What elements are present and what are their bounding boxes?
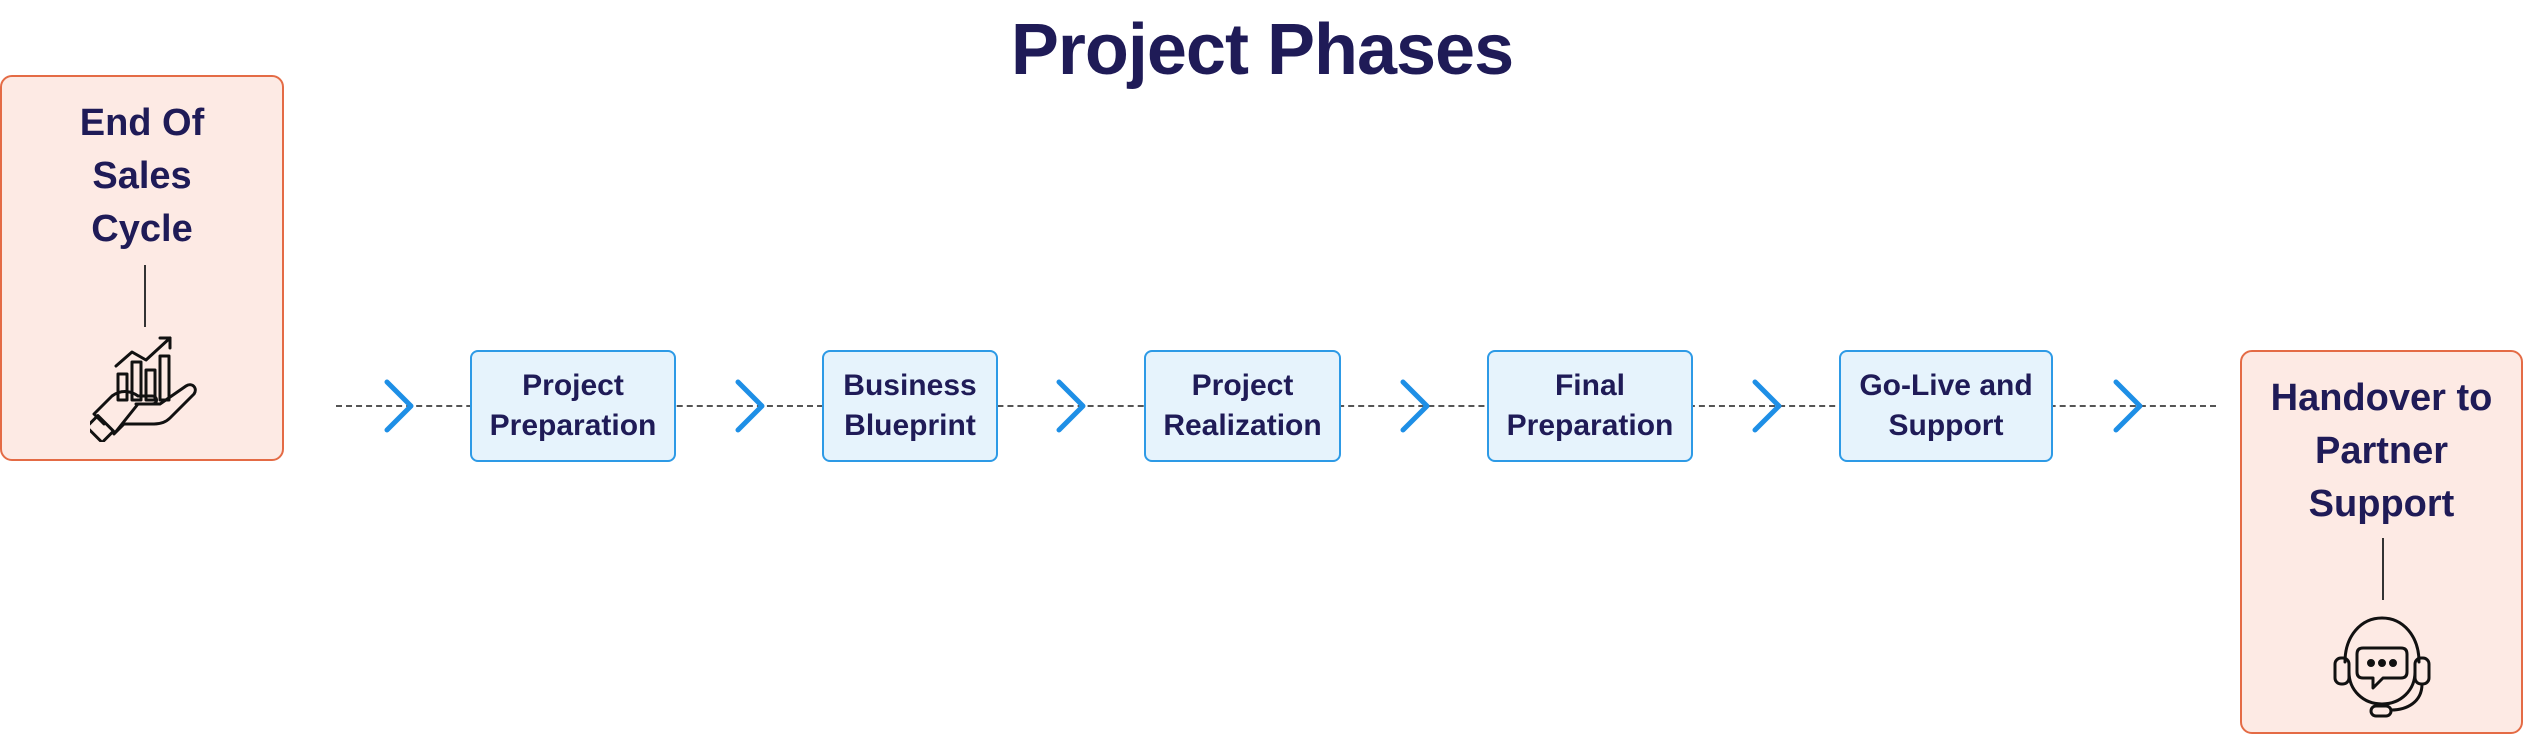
phase-label-line: Preparation bbox=[1506, 409, 1674, 442]
start-node-end-of-sales-cycle: End Of Sales Cycle bbox=[0, 75, 284, 461]
end-node-label-line: Handover to bbox=[2270, 377, 2493, 419]
phase-go-live-and-support: Go-Live and Support bbox=[1839, 350, 2053, 462]
end-node-handover-to-partner-support: Handover to Partner Support bbox=[2240, 350, 2523, 734]
start-node-label: End Of Sales Cycle bbox=[2, 97, 282, 256]
phase-label-line: Support bbox=[1888, 409, 2004, 442]
phase-label-line: Final bbox=[1554, 369, 1625, 402]
phase-label-line: Project bbox=[1191, 369, 1294, 402]
start-node-connector bbox=[144, 265, 146, 327]
headset-chat-icon bbox=[2327, 610, 2437, 720]
chevron-right-icon bbox=[1056, 379, 1086, 433]
phase-business-blueprint: Business Blueprint bbox=[822, 350, 998, 462]
phase-label-line: Realization bbox=[1163, 409, 1322, 442]
end-node-connector bbox=[2382, 538, 2384, 600]
end-node-label-line: Support bbox=[2308, 483, 2455, 525]
phase-project-preparation: Project Preparation bbox=[470, 350, 676, 462]
growth-chart-hand-icon bbox=[85, 332, 200, 444]
phase-label-line: Project bbox=[522, 369, 624, 402]
phase-label-line: Business bbox=[843, 369, 977, 402]
chevron-right-icon bbox=[1400, 379, 1430, 433]
chevron-right-icon bbox=[2113, 379, 2143, 433]
start-node-label-line: Sales bbox=[92, 155, 192, 197]
end-node-label: Handover to Partner Support bbox=[2242, 372, 2521, 531]
end-node-label-line: Partner bbox=[2314, 430, 2449, 472]
start-node-label-line: Cycle bbox=[91, 208, 193, 250]
chevron-right-icon bbox=[1752, 379, 1782, 433]
phase-label-line: Preparation bbox=[489, 409, 657, 442]
chevron-right-icon bbox=[384, 379, 414, 433]
phase-final-preparation: Final Preparation bbox=[1487, 350, 1693, 462]
start-node-label-line: End Of bbox=[79, 102, 205, 144]
page-title: Project Phases bbox=[1010, 10, 1514, 90]
phase-label-line: Blueprint bbox=[844, 409, 976, 442]
phase-label-line: Go-Live and bbox=[1859, 369, 2033, 402]
phase-project-realization: Project Realization bbox=[1144, 350, 1341, 462]
chevron-right-icon bbox=[735, 379, 765, 433]
